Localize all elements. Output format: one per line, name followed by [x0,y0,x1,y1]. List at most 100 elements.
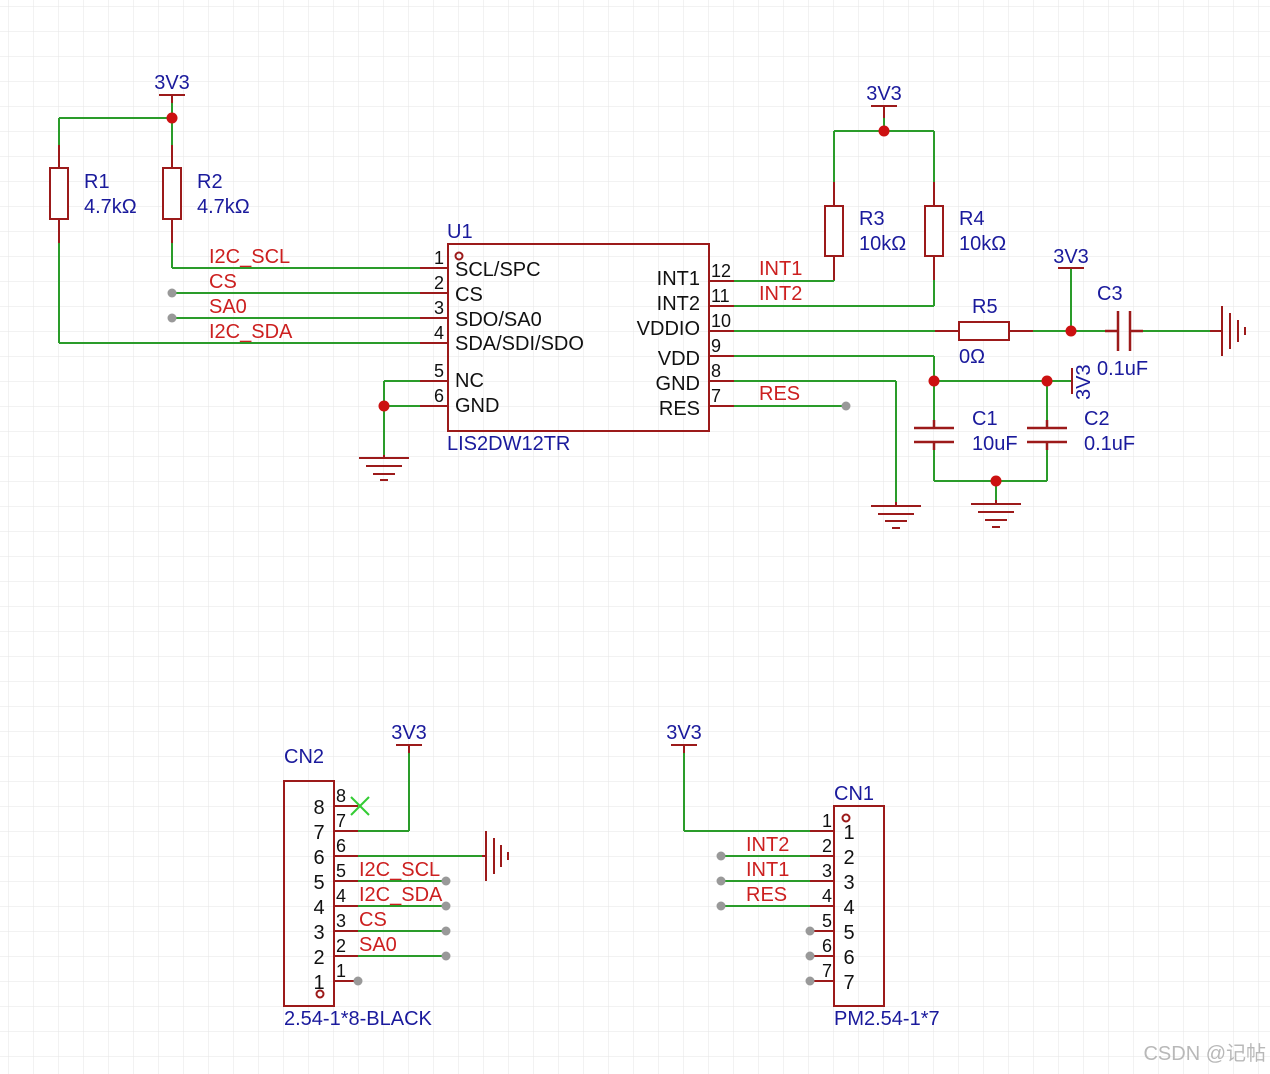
c1-value: 10uF [972,433,1018,455]
u1-pin-name: CS [455,284,483,306]
cn2-pin-num: 7 [336,811,346,831]
cn1-pin-num: 4 [822,886,832,906]
c2-value: 0.1uF [1084,433,1135,455]
cn2-pin-num: 4 [336,886,346,906]
c3-symbol[interactable] [1105,311,1143,351]
cn2-body[interactable] [283,780,335,1007]
power-label-vddio: 3V3 [1053,246,1089,268]
cn2-pin-num: 6 [336,836,346,856]
net-label-i2c-scl: I2C_SCL [209,246,290,268]
power-3v3-cn1[interactable] [671,744,697,753]
u1-pin-num: 7 [711,386,721,406]
r4-ref: R4 [959,208,985,230]
net-ends [167,288,851,986]
net-label-i2c-sda-cn2: I2C_SDA [359,884,443,906]
r3-ref: R3 [859,208,885,230]
cn1-pin-num: 6 [822,936,832,956]
ground-symbols [359,306,1246,881]
cn2-ref: CN2 [284,746,324,768]
u1-pin-name: INT2 [657,293,700,315]
cn1-pin-num: 2 [822,836,832,856]
resistor-bodies [49,167,1010,341]
u1-pin-num: 3 [434,298,444,318]
r3-value: 10kΩ [859,233,906,255]
capacitors [914,311,1143,450]
u1-pin-name: RES [659,398,700,420]
net-label-res-cn1: RES [746,884,787,906]
u1-pin-name: GND [656,373,700,395]
cn2-pin1-dot [315,989,325,999]
ground-u1-left-icon[interactable] [359,455,409,481]
ground-caps-icon[interactable] [971,500,1021,528]
cn1-pin-num: 1 [822,811,832,831]
c1-ref: C1 [972,408,998,430]
net-label-res: RES [759,383,800,405]
u1-pin-name: NC [455,370,484,392]
cn1-pin-num: 3 [822,861,832,881]
power-label-top-left: 3V3 [154,72,190,94]
u1-pin-num: 5 [434,361,444,381]
u1-pin-num: 6 [434,386,444,406]
u1-pin-num: 4 [434,323,444,343]
power-3v3-cn2[interactable] [396,744,422,753]
cn2-pin-label: 4 [313,897,324,919]
r4-body[interactable] [924,205,944,257]
c1-symbol[interactable] [914,420,954,450]
r1-body[interactable] [49,167,69,220]
net-label-cs: CS [209,271,237,293]
u1-pin-num: 12 [711,261,731,281]
r4-value: 10kΩ [959,233,1006,255]
r1-ref: R1 [84,171,110,193]
cn1-pin-label: 1 [843,822,854,844]
cn1-pin-label: 5 [843,922,854,944]
net-label-int1-cn1: INT1 [746,859,789,881]
cn2-pin-num: 2 [336,936,346,956]
cn1-pin-num: 5 [822,911,832,931]
u1-pin-num: 9 [711,336,721,356]
r2-body[interactable] [162,167,182,220]
r2-value: 4.7kΩ [197,196,250,218]
u1-pin-name: GND [455,395,499,417]
c2-symbol[interactable] [1027,420,1067,450]
power-symbols [159,94,1084,753]
net-label-int2-cn1: INT2 [746,834,789,856]
cn1-body[interactable] [833,805,885,1007]
ground-c3-icon[interactable] [1210,306,1246,356]
net-label-i2c-sda: I2C_SDA [209,321,293,343]
r5-value: 0Ω [959,346,985,368]
ic-bodies [283,243,885,1007]
u1-pin-num: 11 [711,286,730,306]
ground-cn2-icon[interactable] [482,831,509,881]
cn2-pin-label: 6 [313,847,324,869]
u1-pin-name: SDA/SDI/SDO [455,333,584,355]
c3-value: 0.1uF [1097,358,1148,380]
cn1-pin-label: 7 [843,972,854,994]
power-3v3-top-left[interactable] [159,94,185,103]
power-label-vdd: 3V3 [1073,364,1095,400]
cn1-pin1-dot [841,813,851,823]
u1-pin-name: VDD [658,348,700,370]
power-3v3-r3r4[interactable] [871,105,897,118]
u1-ref: U1 [447,221,473,243]
cn2-pin-label: 3 [313,922,324,944]
r1-value: 4.7kΩ [84,196,137,218]
watermark: CSDN @记帖 [1143,1042,1266,1065]
ground-u1-gnd8-icon[interactable] [871,502,921,529]
r5-body[interactable] [958,321,1010,341]
r3-body[interactable] [824,205,844,257]
cn2-pin-num: 5 [336,861,346,881]
cn2-pin-label: 8 [313,797,324,819]
cn2-pin-num: 8 [336,786,346,806]
cn1-part: PM2.54-1*7 [834,1008,940,1030]
u1-pin-name: VDDIO [637,318,700,340]
u1-body[interactable] [447,243,710,432]
cn1-pin-label: 4 [843,897,854,919]
power-label-cn1: 3V3 [666,722,702,744]
cn1-pin-num: 7 [822,961,832,981]
u1-pin1-dot [454,251,464,261]
cn2-pin-num: 3 [336,911,346,931]
junctions [166,112,1077,487]
power-label-cn2: 3V3 [391,722,427,744]
